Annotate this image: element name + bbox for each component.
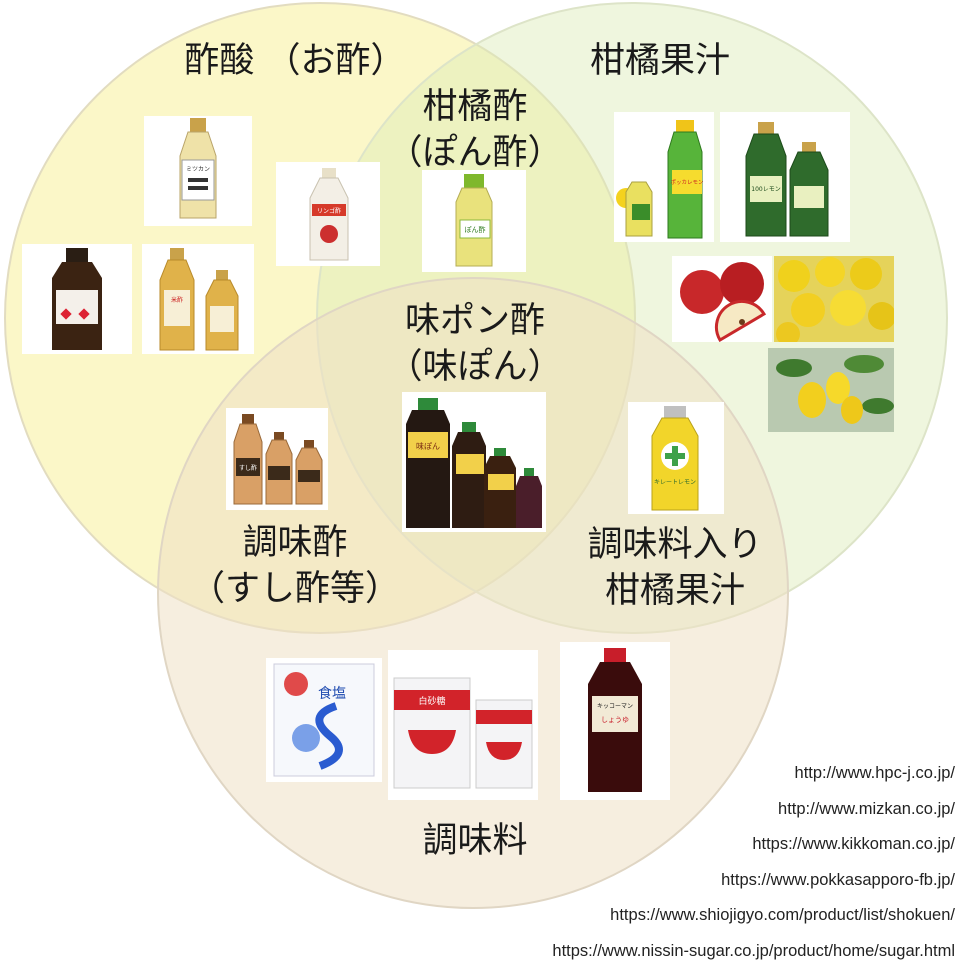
mizkan-vinegar-bottle-image: ミツカン [144, 116, 252, 226]
credit-link[interactable]: https://www.kikkoman.co.jp/ [752, 835, 955, 854]
apples-image [672, 256, 772, 342]
ajipon-label: 味ぽん [416, 441, 440, 451]
credit-link[interactable]: https://www.pokkasapporo-fb.jp/ [721, 870, 955, 889]
sushi-vinegar-bottles-image: すし酢 [226, 408, 328, 510]
acetic-acid-reagent-bottle-image [22, 244, 132, 354]
ajipon-bottles-image: 味ぽん [402, 392, 546, 532]
rice-vinegar-bottles-image: 米酢 [142, 244, 254, 354]
credit-link[interactable]: http://www.mizkan.co.jp/ [778, 799, 955, 818]
lemon-100-label: 100レモン [751, 186, 780, 193]
image-credits: http://www.hpc-j.co.jp/ http://www.mizka… [552, 756, 955, 970]
intersection-label-ajipon: 味ポン酢 （味ぽん） [387, 301, 563, 387]
kikkoman-soy-sauce-bottle-image: キッコーマン しょうゆ [560, 642, 670, 800]
intersection-label-citrus-vinegar: 柑橘酢 （ぽん酢） [387, 87, 563, 173]
ponsu-label: ぽん酢 [465, 225, 486, 234]
sushi-vinegar-label: すし酢 [239, 464, 257, 472]
sugar-bags-image: 白砂糖 [388, 650, 538, 800]
pokka-lemon-bottles-image: ポッカレモン [614, 112, 714, 242]
sugar-label: 白砂糖 [418, 695, 445, 707]
credit-link[interactable]: https://www.shiojigyo.com/product/list/s… [610, 906, 955, 925]
lemon-tree-image [768, 348, 894, 432]
pokka-lemon-label: ポッカレモン [670, 179, 704, 186]
apple-vinegar-label: リンゴ酢 [317, 207, 341, 215]
set-label-vinegar: 酢酸 （お酢） [184, 41, 406, 81]
credit-link[interactable]: http://www.hpc-j.co.jp/ [794, 764, 955, 782]
salt-bag-image: 食塩 [266, 658, 382, 782]
mizkan-label: ミツカン [186, 166, 210, 173]
salt-label: 食塩 [318, 685, 346, 702]
credit-link[interactable]: https://www.nissin-sugar.co.jp/product/h… [552, 941, 955, 960]
apple-vinegar-bottle-image: リンゴ酢 [276, 162, 380, 266]
intersection-label-seasoned-vinegar: 調味酢 （すし酢等） [189, 523, 400, 609]
yuzu-fruits-image [774, 256, 894, 342]
set-label-seasoning: 調味料 [422, 821, 528, 861]
kireto-lemon-label: キレートレモン [654, 479, 696, 486]
ponsu-bottle-image: ぽん酢 [422, 170, 526, 272]
kikkoman-label: キッコーマン [597, 703, 633, 710]
set-label-citrus: 柑橘果汁 [589, 41, 730, 81]
intersection-label-seasoned-juice: 調味料入り 柑橘果汁 [587, 525, 763, 611]
lemon-100-bottles-image: 100レモン [720, 112, 850, 242]
kireto-lemon-bottle-image: キレートレモン [628, 402, 724, 514]
rice-vinegar-label: 米酢 [171, 296, 183, 304]
shoyu-label: しょうゆ [601, 716, 629, 724]
